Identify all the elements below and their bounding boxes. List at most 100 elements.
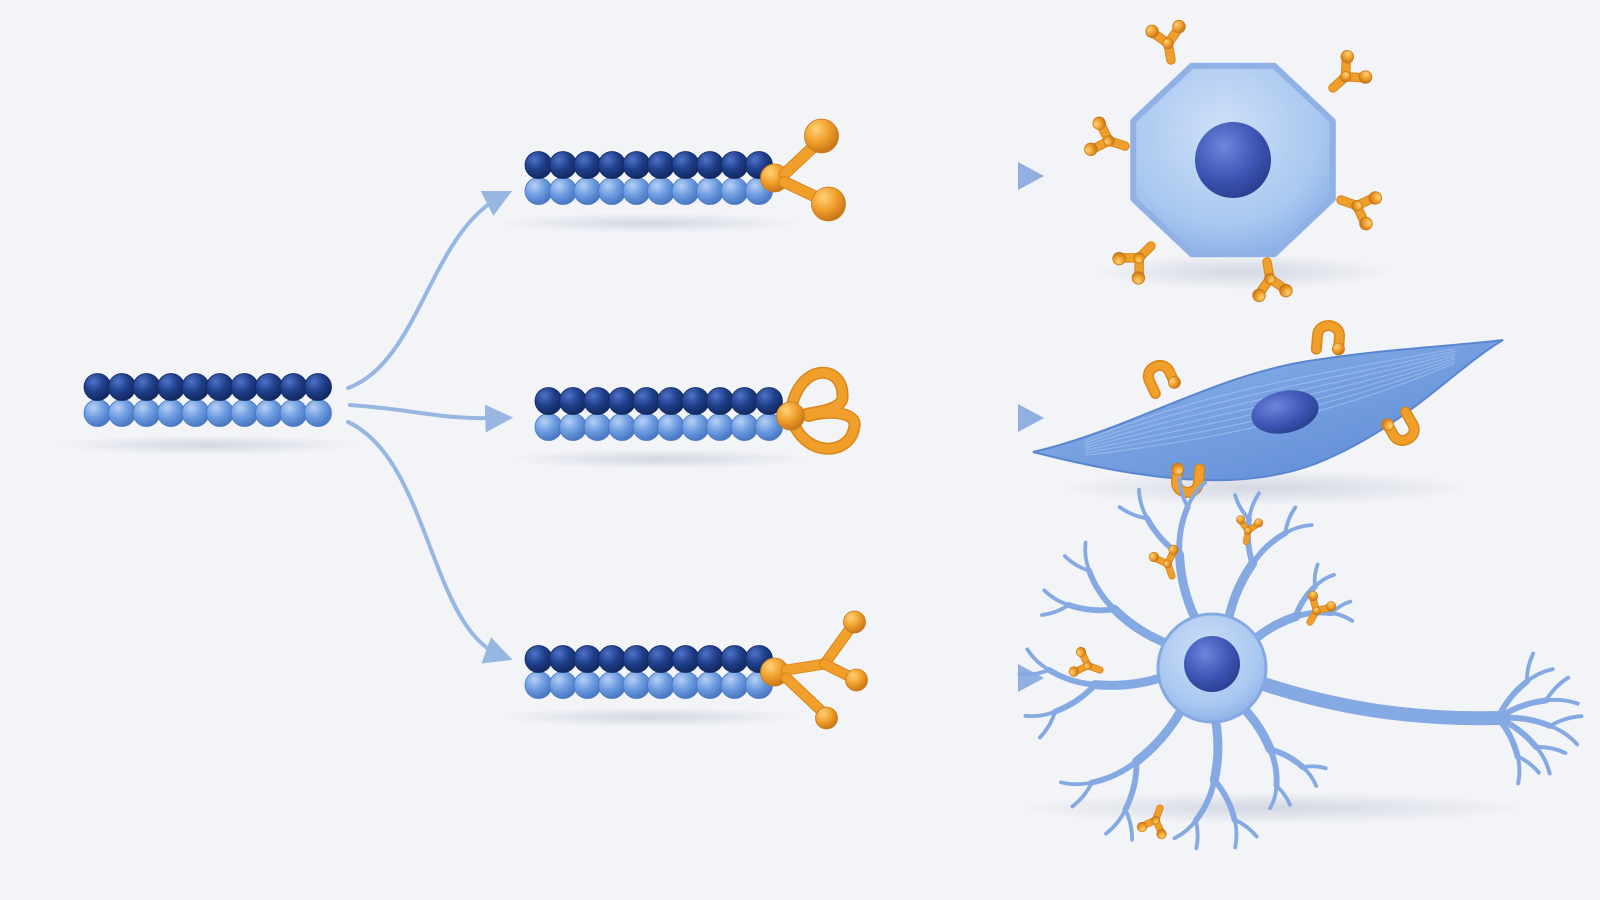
dendrite (1544, 697, 1580, 706)
light-bead (598, 177, 626, 205)
strand-shadow (505, 449, 813, 469)
light-bead (598, 671, 626, 699)
double-loop-icon (776, 366, 861, 455)
neuron-icon (1017, 476, 1584, 851)
receptor-tip (1145, 24, 1159, 39)
nucleus (1195, 122, 1271, 198)
hook-arc (1144, 361, 1178, 398)
receptor-tip (1172, 19, 1186, 34)
dark-bead (132, 373, 161, 401)
receptor-tip (1358, 70, 1373, 84)
dendrite (1052, 681, 1099, 715)
cell-shadow (1093, 254, 1393, 290)
light-bead (549, 671, 577, 699)
dendrite (1232, 817, 1239, 850)
y-branch-receptor-icon (1328, 50, 1373, 93)
light-bead (304, 399, 332, 427)
tag-node (776, 401, 805, 431)
receptor-tip (1236, 515, 1246, 525)
dark-bead (157, 373, 185, 401)
y-branch-receptor-icon (1306, 590, 1337, 626)
y-branch-receptor-icon (1236, 515, 1264, 546)
dendrite (1117, 505, 1150, 521)
y-branch-receptor-icon (1252, 257, 1293, 303)
light-bead (622, 671, 651, 699)
dendrite (1495, 715, 1521, 760)
dark-bead (598, 151, 626, 179)
dark-bead (559, 387, 587, 415)
branch-arrow (348, 403, 514, 433)
dark-bead (549, 151, 577, 179)
dark-bead (622, 645, 651, 673)
dark-bead (730, 387, 759, 415)
light-bead (720, 177, 749, 205)
light-bead (671, 177, 700, 205)
dendrite (1023, 709, 1057, 719)
tag-ball (845, 668, 868, 692)
fiber-line (1084, 353, 1456, 447)
light-bead (730, 413, 759, 441)
light-bead (608, 413, 636, 441)
dark-bead (632, 387, 661, 415)
dendrite (1268, 784, 1279, 811)
hook-end (1332, 342, 1345, 356)
dark-bead (573, 645, 602, 673)
hook-receptor-icon (1381, 406, 1420, 446)
light-bead (696, 177, 724, 205)
dark-bead (583, 387, 612, 415)
receptor-tip (1136, 821, 1148, 833)
y-branch-receptor-icon (1148, 544, 1179, 580)
transform-arrow-head (1018, 404, 1044, 432)
light-bead (647, 671, 675, 699)
light-bead (524, 177, 553, 205)
dark-bead (671, 645, 700, 673)
dark-bead (706, 387, 734, 415)
hook-end (1381, 418, 1395, 432)
shadow-layer (54, 213, 1532, 824)
dendrite (1544, 675, 1571, 703)
dendrite (1172, 818, 1198, 841)
dendrite (1548, 714, 1584, 728)
dark-bead (598, 645, 626, 673)
hook-receptor-icon (1171, 462, 1206, 498)
y-branch-receptor-icon (1068, 646, 1104, 677)
dendrite (1104, 807, 1128, 836)
dendrite (1070, 780, 1094, 809)
dendrite (1176, 503, 1191, 558)
dendrite (1046, 667, 1099, 688)
dendrite (1017, 668, 1052, 677)
receptor-tip (1068, 666, 1080, 677)
dendrite (1192, 777, 1218, 824)
receptor-joint (1103, 135, 1115, 147)
dendrite (1086, 567, 1118, 613)
light-bead (573, 177, 602, 205)
receptor-joint (1312, 606, 1321, 616)
light-bead (647, 177, 675, 205)
receptor-joint (1151, 815, 1160, 825)
dendrite (1329, 611, 1355, 623)
receptor-tip (1368, 191, 1382, 205)
tag-stick (782, 673, 827, 717)
dendrite (1534, 745, 1568, 755)
dark-bead (255, 373, 283, 401)
y-branch-receptor-icon (1145, 19, 1186, 65)
light-bead (132, 399, 161, 427)
y-branch-receptor-icon (1084, 116, 1130, 156)
hook-end (1168, 375, 1181, 389)
dendrite (1123, 807, 1134, 842)
hook-receptor-icon (1142, 360, 1181, 399)
dendrite (1065, 602, 1118, 614)
light-bead (524, 671, 553, 699)
light-bead (108, 399, 136, 427)
light-bead (706, 413, 734, 441)
y-branch-receptor-icon (1112, 241, 1156, 285)
tag-stick (782, 659, 829, 675)
receptor-joint (1162, 37, 1174, 50)
dark-bead (720, 151, 749, 179)
light-bead (720, 671, 749, 699)
polygonal-cell-icon (1084, 19, 1382, 303)
dark-bead (83, 373, 112, 401)
dendrite (1313, 572, 1336, 589)
hook-arc (1312, 321, 1344, 354)
receptor-tip (1325, 601, 1337, 612)
